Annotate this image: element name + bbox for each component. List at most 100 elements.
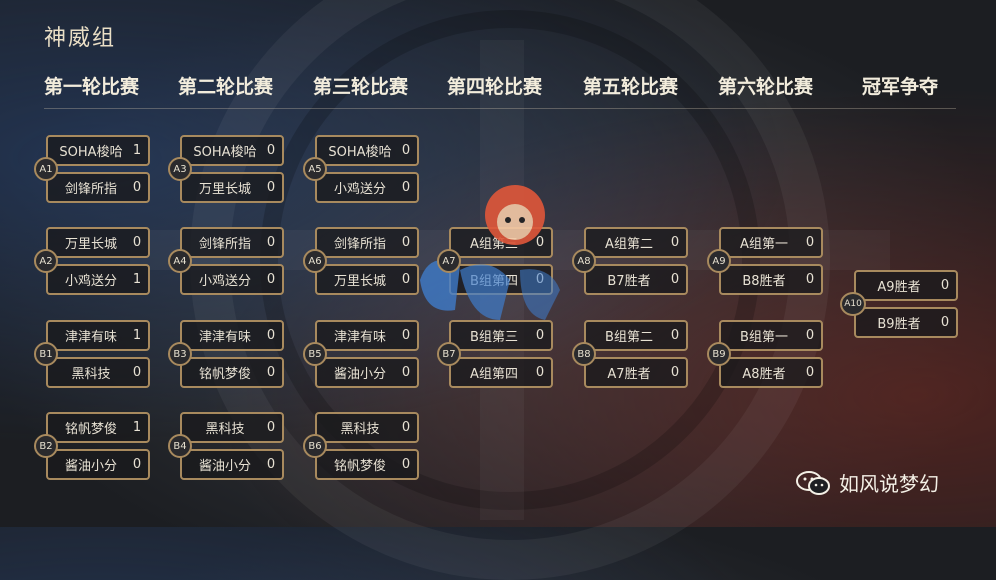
match-id-badge: A1 [34, 157, 58, 181]
team-name: A7胜者 [607, 367, 651, 382]
team-name: 万里长城 [64, 237, 117, 252]
match-team-row[interactable]: SOHA梭哈 1 [46, 135, 150, 166]
match-team-row[interactable]: 万里长城 0 [46, 227, 150, 258]
team-name: 黑科技 [71, 367, 111, 382]
team-name: B组第二 [605, 330, 653, 345]
match-id-badge: A3 [168, 157, 192, 181]
match-team-row[interactable]: A组第四 0 [449, 357, 553, 388]
team-name: B9胜者 [877, 317, 921, 332]
team-name: 黑科技 [205, 422, 245, 437]
match-team-row[interactable]: 剑锋所指 0 [180, 227, 284, 258]
match-team-row[interactable]: B组第二 0 [584, 320, 688, 351]
match-team-row[interactable]: 黑科技 0 [46, 357, 150, 388]
match-id-badge: B5 [303, 342, 327, 366]
team-score: 0 [401, 143, 411, 158]
team-score: 0 [266, 365, 276, 380]
match-team-row[interactable]: B组第一 0 [719, 320, 823, 351]
team-score: 0 [401, 235, 411, 250]
team-score: 0 [670, 272, 680, 287]
team-score: 0 [266, 235, 276, 250]
team-name: 小鸡送分 [333, 182, 386, 197]
team-name: 剑锋所指 [198, 237, 251, 252]
round-header-final: 冠军争夺 [862, 76, 939, 98]
group-title: 神威组 [44, 26, 117, 51]
team-name: B组第三 [470, 330, 518, 345]
watermark-text: 如风说梦幻 [839, 472, 939, 496]
round-header-6: 第六轮比赛 [718, 76, 814, 98]
team-score: 0 [266, 272, 276, 287]
team-name: SOHA梭哈 [59, 145, 123, 160]
match-id-badge: B8 [572, 342, 596, 366]
team-score: 0 [266, 180, 276, 195]
match-id-badge: A9 [707, 249, 731, 273]
team-name: 酱油小分 [333, 367, 386, 382]
match-id-badge: B3 [168, 342, 192, 366]
team-score: 0 [805, 328, 815, 343]
team-score: 0 [401, 420, 411, 435]
match-id-badge: B4 [168, 434, 192, 458]
team-name: A8胜者 [742, 367, 786, 382]
team-score: 0 [805, 365, 815, 380]
match-team-row[interactable]: A8胜者 0 [719, 357, 823, 388]
team-name: SOHA梭哈 [193, 145, 257, 160]
team-score: 0 [401, 272, 411, 287]
team-score: 0 [266, 328, 276, 343]
match-id-badge: A6 [303, 249, 327, 273]
team-name: B组第一 [740, 330, 788, 345]
team-name: A组第四 [470, 367, 518, 382]
team-score: 0 [670, 328, 680, 343]
team-score: 0 [670, 235, 680, 250]
match-id-badge: A7 [437, 249, 461, 273]
team-score: 0 [940, 278, 950, 293]
team-score: 0 [132, 365, 142, 380]
team-score: 0 [535, 365, 545, 380]
team-name: 铭帆梦俊 [64, 422, 117, 437]
round-header-5: 第五轮比赛 [583, 76, 679, 98]
team-score: 0 [132, 235, 142, 250]
team-name: 小鸡送分 [64, 274, 117, 289]
team-name: 津津有味 [64, 330, 117, 345]
team-score: 1 [132, 143, 142, 158]
round-header-4: 第四轮比赛 [447, 76, 543, 98]
